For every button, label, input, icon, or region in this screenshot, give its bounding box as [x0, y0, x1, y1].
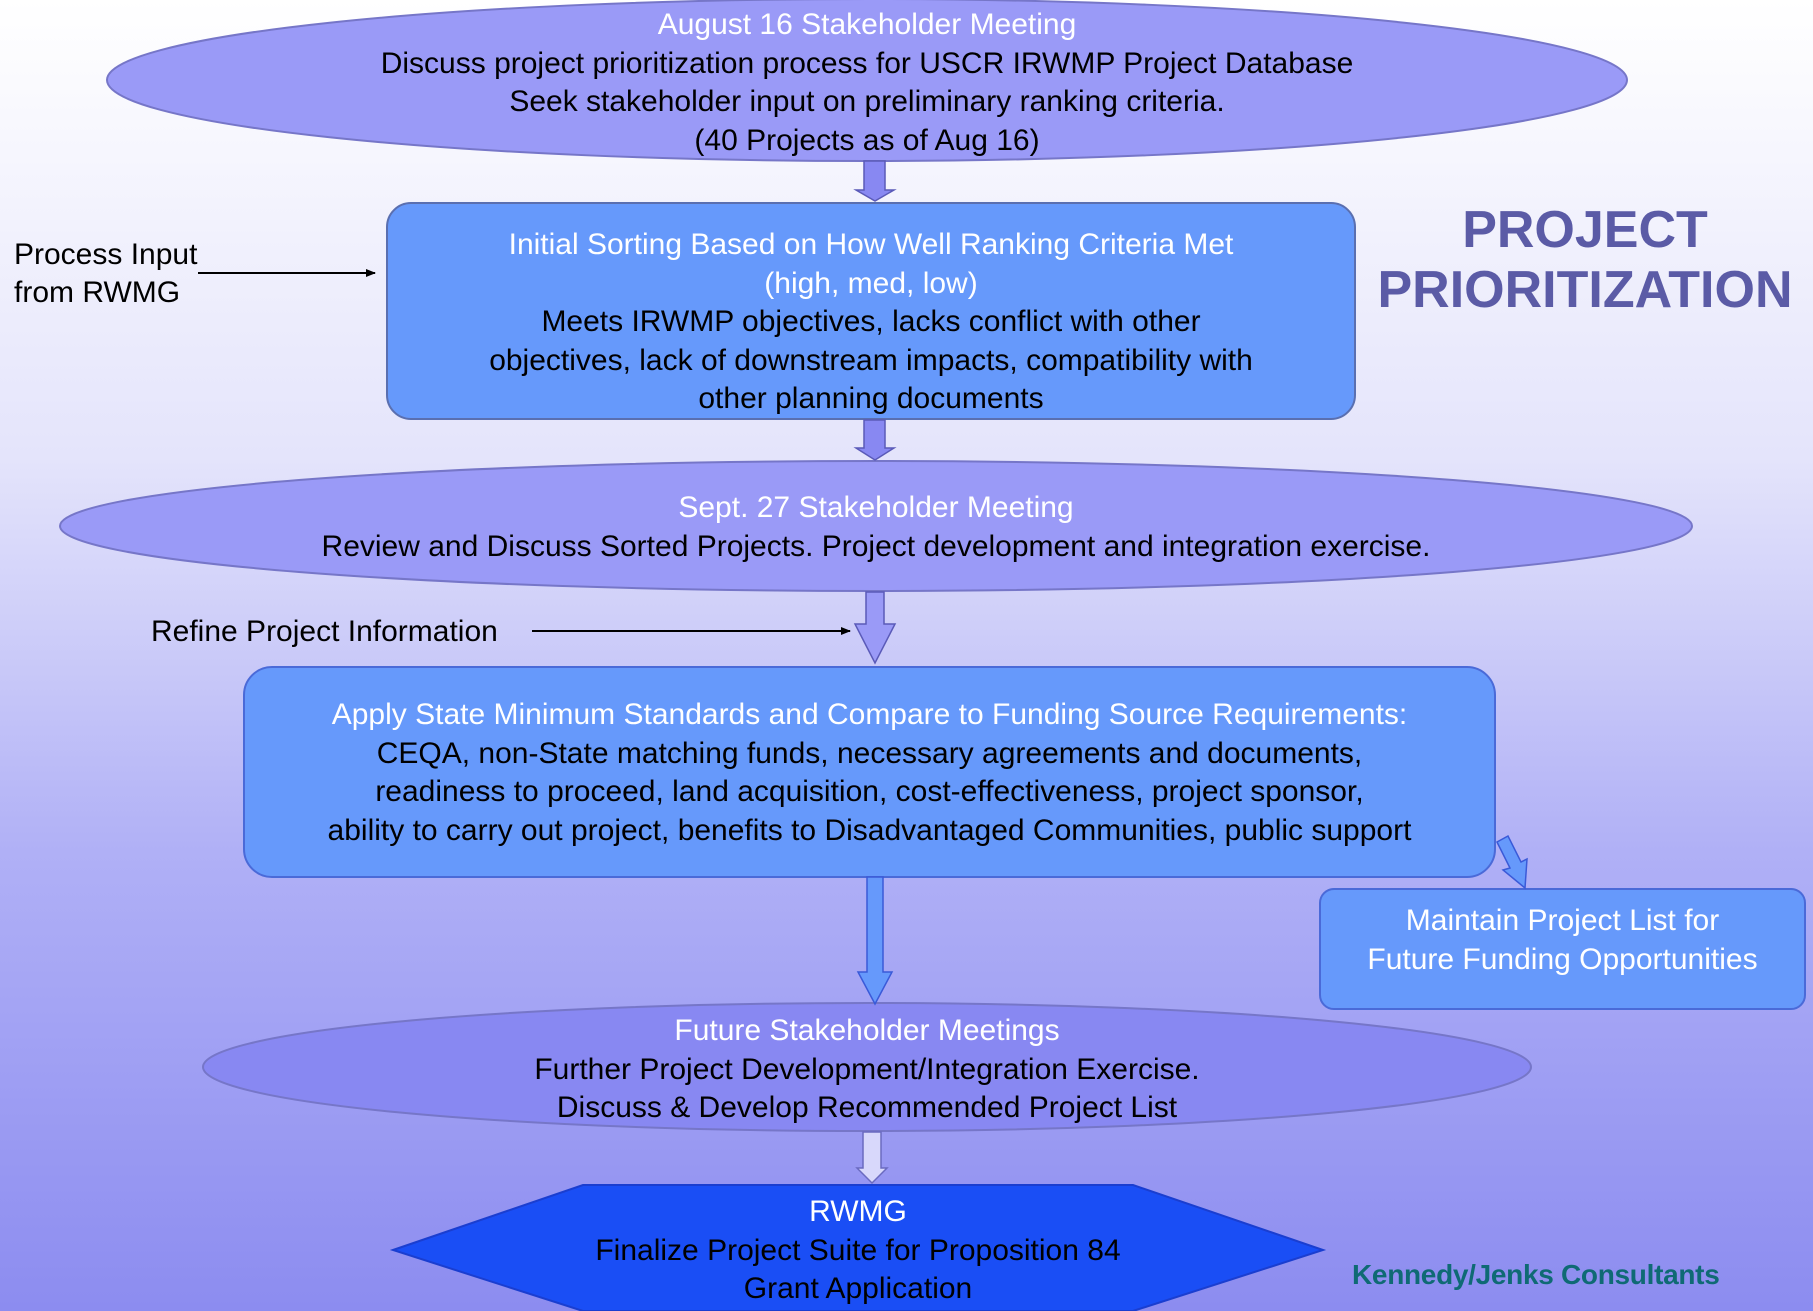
state-standards-label: Apply State Minimum Standards and Compar… [244, 696, 1495, 850]
future-meetings-heading: Future Stakeholder Meetings [674, 1014, 1060, 1047]
august-meeting-line-2: Seek stakeholder input on preliminary ra… [509, 85, 1225, 118]
state-standards-line-2: readiness to proceed, land acquisition, … [375, 775, 1364, 808]
state-standards-line-1: CEQA, non-State matching funds, necessar… [376, 736, 1363, 770]
maintain-list-label: Maintain Project List for Future Funding… [1320, 902, 1805, 979]
august-meeting-line-1: Discuss project prioritization process f… [380, 46, 1354, 80]
refine-info-text: Refine Project Information [151, 615, 498, 648]
future-meetings-line-2: Discuss & Develop Recommended Project Li… [556, 1091, 1178, 1124]
arrow-august-to-sorting [853, 160, 897, 202]
rwmg-label: RWMG Finalize Project Suite for Proposit… [533, 1193, 1183, 1309]
title-line-1: PROJECT [1462, 201, 1708, 259]
future-meetings-label: Future Stakeholder Meetings Further Proj… [267, 1012, 1467, 1128]
arrow-future-to-rwmg [855, 1131, 889, 1185]
brand-logo-text: Kennedy/Jenks Consultants [1352, 1259, 1720, 1290]
arrow-standards-to-maintain [1496, 834, 1528, 890]
future-meetings-line-1: Further Project Development/Integration … [534, 1052, 1200, 1086]
arrow-sept-to-standards [853, 591, 897, 665]
sept-meeting-ellipse [59, 460, 1693, 592]
sept-meeting-line-1: Review and Discuss Sorted Projects. Proj… [321, 529, 1431, 563]
initial-sorting-line-2: objectives, lack of downstream impacts, … [489, 343, 1253, 377]
arrow-standards-to-future [856, 876, 894, 1006]
rwmg-line-2: Grant Application [743, 1272, 973, 1305]
state-standards-heading: Apply State Minimum Standards and Compar… [331, 698, 1408, 731]
future-meetings-ellipse [202, 1002, 1532, 1132]
initial-sorting-heading-1: Initial Sorting Based on How Well Rankin… [508, 228, 1234, 261]
august-meeting-label: August 16 Stakeholder Meeting Discuss pr… [267, 6, 1467, 160]
sept-meeting-heading: Sept. 27 Stakeholder Meeting [678, 491, 1074, 524]
process-input-line-1: Process Input [14, 238, 198, 271]
maintain-list-line-2: Future Funding Opportunities [1367, 942, 1758, 976]
title-line-2: PRIORITIZATION [1377, 261, 1793, 319]
initial-sorting-line-3: other planning documents [698, 382, 1044, 415]
process-input-label: Process Input from RWMG [14, 236, 197, 312]
arrow-sorting-to-sept [853, 419, 897, 461]
initial-sorting-box [386, 202, 1356, 420]
initial-sorting-heading-2: (high, med, low) [764, 266, 978, 300]
sept-meeting-label: Sept. 27 Stakeholder Meeting Review and … [176, 489, 1576, 566]
august-meeting-line-3: (40 Projects as of Aug 16) [694, 123, 1040, 157]
maintain-list-box [1319, 888, 1806, 1010]
refine-info-label: Refine Project Information [151, 613, 498, 651]
rwmg-hexagon [389, 1184, 1327, 1311]
initial-sorting-label: Initial Sorting Based on How Well Rankin… [387, 226, 1355, 419]
page-title: PROJECT PRIORITIZATION [1370, 200, 1800, 320]
initial-sorting-line-1: Meets IRWMP objectives, lacks conflict w… [541, 305, 1201, 338]
august-meeting-heading: August 16 Stakeholder Meeting [657, 8, 1077, 41]
rwmg-heading: RWMG [809, 1195, 907, 1228]
process-input-line-2: from RWMG [14, 276, 181, 309]
rwmg-line-1: Finalize Project Suite for Proposition 8… [595, 1233, 1121, 1267]
state-standards-line-3: ability to carry out project, benefits t… [327, 813, 1412, 847]
maintain-list-line-1: Maintain Project List for [1405, 904, 1720, 937]
